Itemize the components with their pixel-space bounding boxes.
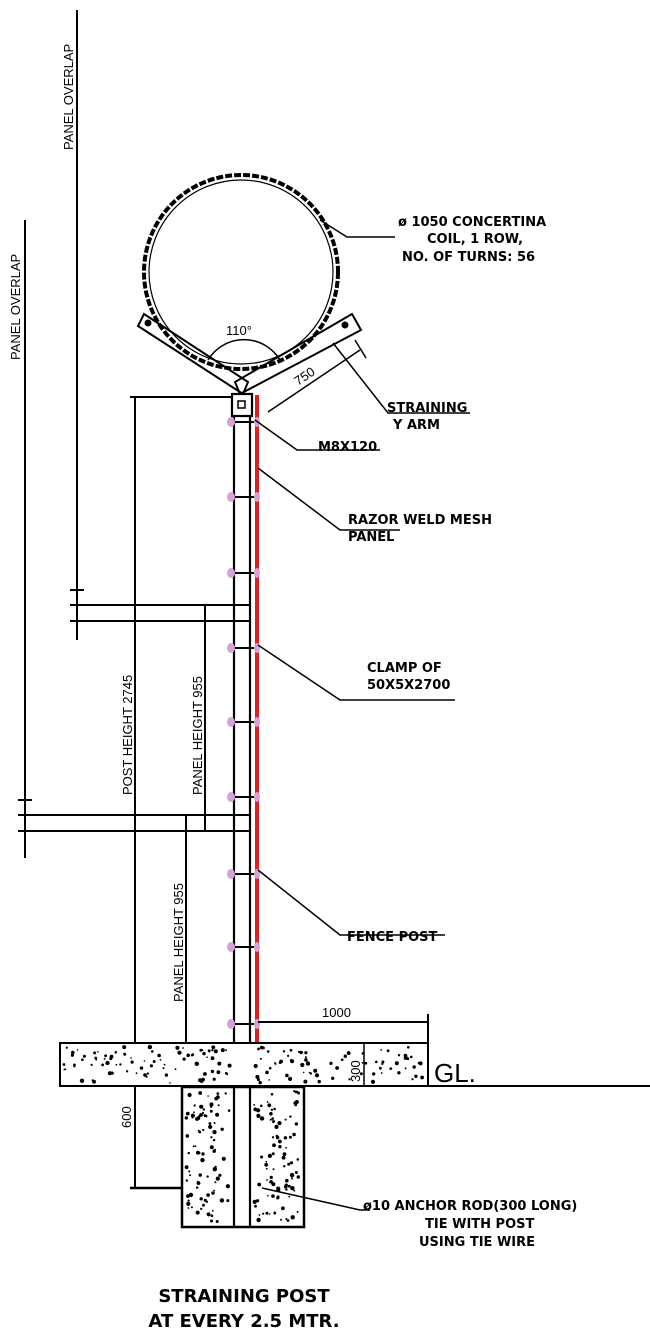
bolt-label: M8X120 (318, 440, 377, 455)
title-line-2: AT EVERY 2.5 MTR. (148, 1311, 339, 1332)
clamp (227, 717, 260, 727)
clamp (227, 792, 260, 802)
panel-overlap-label-1: PANEL OVERLAP (61, 44, 76, 150)
clamp (227, 417, 260, 427)
panel-height-label-1: PANEL HEIGHT 955 (190, 676, 205, 795)
post-height-label: POST HEIGHT 2745 (120, 675, 135, 795)
angle-label: 110° (226, 323, 252, 338)
clamp (227, 1019, 260, 1029)
mesh-label-1: RAZOR WELD MESH (348, 513, 492, 528)
footing-depth-label: 600 (119, 1106, 134, 1128)
clamp-label-1: CLAMP OF (367, 661, 442, 676)
coil-label-1: ø 1050 CONCERTINA (398, 215, 546, 230)
concrete-footing (180, 1085, 306, 1229)
arm-label-1: STRAINING (387, 401, 467, 416)
clamp (227, 942, 260, 952)
panel-overlap-guide-1 (70, 10, 84, 640)
anchor-label-2: TIE WITH POST (425, 1217, 535, 1232)
ground-level-label: GL. (434, 1058, 476, 1088)
clamps (227, 417, 260, 1029)
mesh-label-2: PANEL (348, 530, 394, 545)
panel-overlap-label-2: PANEL OVERLAP (8, 254, 23, 360)
clamp (227, 643, 260, 653)
title-line-1: STRAINING POST (158, 1286, 330, 1307)
arm-length-label: 750 (291, 364, 317, 389)
concrete-slab (59, 1042, 429, 1087)
slab-depth-label: 300 (348, 1060, 363, 1082)
arm-length-dimension (267, 339, 367, 413)
concertina-coil (142, 173, 340, 371)
coil-label-2: COIL, 1 ROW, (427, 232, 523, 247)
clamp-label-2: 50X5X2700 (367, 678, 450, 693)
anchor-label-3: USING TIE WIRE (419, 1235, 535, 1250)
angle-arc (207, 338, 281, 361)
post-label: FENCE POST (347, 930, 438, 945)
clamp (227, 568, 260, 578)
clamp (227, 869, 260, 879)
base-width-label: 1000 (322, 1005, 351, 1020)
arm-label-2: Y ARM (392, 418, 440, 433)
anchor-label-1: ø10 ANCHOR ROD(300 LONG) (363, 1199, 577, 1214)
panel-height-label-2: PANEL HEIGHT 955 (171, 883, 186, 1002)
panel-overlap-guide-2 (18, 220, 32, 858)
leader-lines (254, 219, 470, 1211)
y-arm (136, 312, 363, 396)
base-width-dimension (258, 1014, 429, 1043)
clamp (227, 492, 260, 502)
coil-label-3: NO. OF TURNS: 56 (402, 250, 535, 265)
